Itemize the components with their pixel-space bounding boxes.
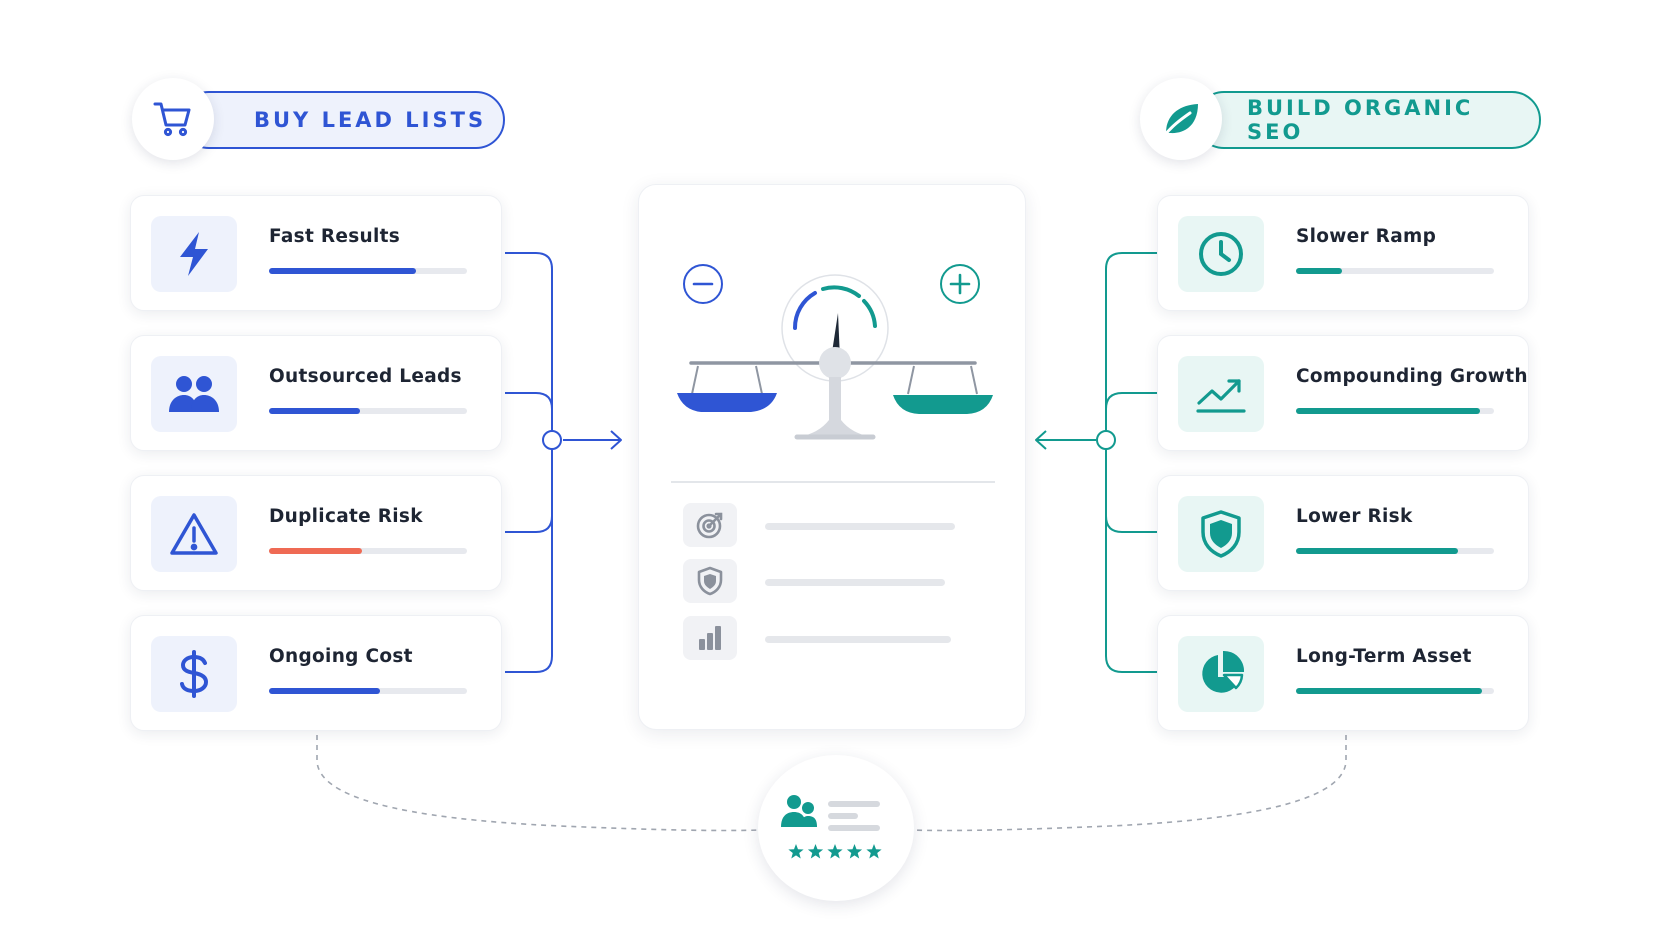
placeholder-line	[765, 579, 945, 586]
reviews-badge	[758, 755, 914, 901]
progress-fill	[1296, 548, 1459, 554]
card-lower-risk: Lower Risk	[1157, 475, 1529, 591]
trend-up-icon	[1178, 356, 1264, 432]
progress-fill	[269, 548, 363, 554]
progress-track	[269, 268, 467, 274]
progress-track	[1296, 688, 1494, 694]
card-label: Ongoing Cost	[269, 646, 413, 667]
card-outsourced-leads: Outsourced Leads	[130, 335, 502, 451]
progress-track	[1296, 548, 1494, 554]
card-duplicate-risk: Duplicate Risk	[130, 475, 502, 591]
divider	[671, 481, 995, 483]
progress-track	[269, 408, 467, 414]
card-long-term-asset: Long-Term Asset	[1157, 615, 1529, 731]
shield-icon	[683, 559, 737, 603]
star-icon	[788, 844, 804, 859]
star-icon	[807, 844, 824, 859]
comparison-panel	[638, 184, 1026, 730]
card-label: Long-Term Asset	[1296, 646, 1472, 667]
placeholder-line	[765, 523, 955, 530]
progress-fill	[269, 268, 416, 274]
star-icon	[846, 844, 863, 859]
progress-track	[1296, 268, 1494, 274]
shield-icon	[1178, 496, 1264, 572]
target-icon	[683, 503, 737, 547]
card-compounding-growth: Compounding Growth	[1157, 335, 1529, 451]
card-label: Lower Risk	[1296, 506, 1413, 527]
users-icon	[781, 795, 817, 827]
progress-fill	[1296, 268, 1342, 274]
progress-track	[269, 548, 467, 554]
left-junction-node	[542, 430, 562, 450]
card-label: Outsourced Leads	[269, 366, 462, 387]
star-icon	[866, 844, 882, 859]
balance-scale-icon	[677, 264, 993, 440]
leaf-icon	[1140, 78, 1222, 160]
clock-icon	[1178, 216, 1264, 292]
card-label: Fast Results	[269, 226, 401, 247]
card-fast-results: Fast Results	[130, 195, 502, 311]
buy-lead-lists-title: BUY LEAD LISTS	[254, 108, 487, 132]
build-organic-seo-title: BUILD ORGANIC SEO	[1247, 96, 1474, 144]
minus-icon	[683, 264, 723, 304]
card-label: Duplicate Risk	[269, 506, 423, 527]
buy-lead-lists-header: BUY LEAD LISTS	[180, 91, 505, 149]
users-icon	[151, 356, 237, 432]
progress-track	[269, 688, 467, 694]
placeholder-line	[765, 636, 951, 643]
progress-fill	[269, 408, 361, 414]
bar-chart-icon	[683, 616, 737, 660]
pie-chart-icon	[1178, 636, 1264, 712]
right-junction-node	[1096, 430, 1116, 450]
card-label: Slower Ramp	[1296, 226, 1437, 247]
progress-fill	[269, 688, 380, 694]
card-label: Compounding Growth	[1296, 366, 1528, 387]
lightning-icon	[151, 216, 237, 292]
shopping-cart-icon	[132, 78, 214, 160]
card-ongoing-cost: Ongoing Cost	[130, 615, 502, 731]
progress-fill	[1296, 408, 1481, 414]
progress-fill	[1296, 688, 1483, 694]
plus-icon	[940, 264, 980, 304]
gauge-icon	[781, 274, 889, 382]
star-icon	[827, 844, 843, 859]
star-rating	[788, 844, 882, 859]
dollar-icon	[151, 636, 237, 712]
build-organic-seo-header: BUILD ORGANIC SEO	[1195, 91, 1541, 149]
progress-track	[1296, 408, 1494, 414]
card-slower-ramp: Slower Ramp	[1157, 195, 1529, 311]
warning-icon	[151, 496, 237, 572]
